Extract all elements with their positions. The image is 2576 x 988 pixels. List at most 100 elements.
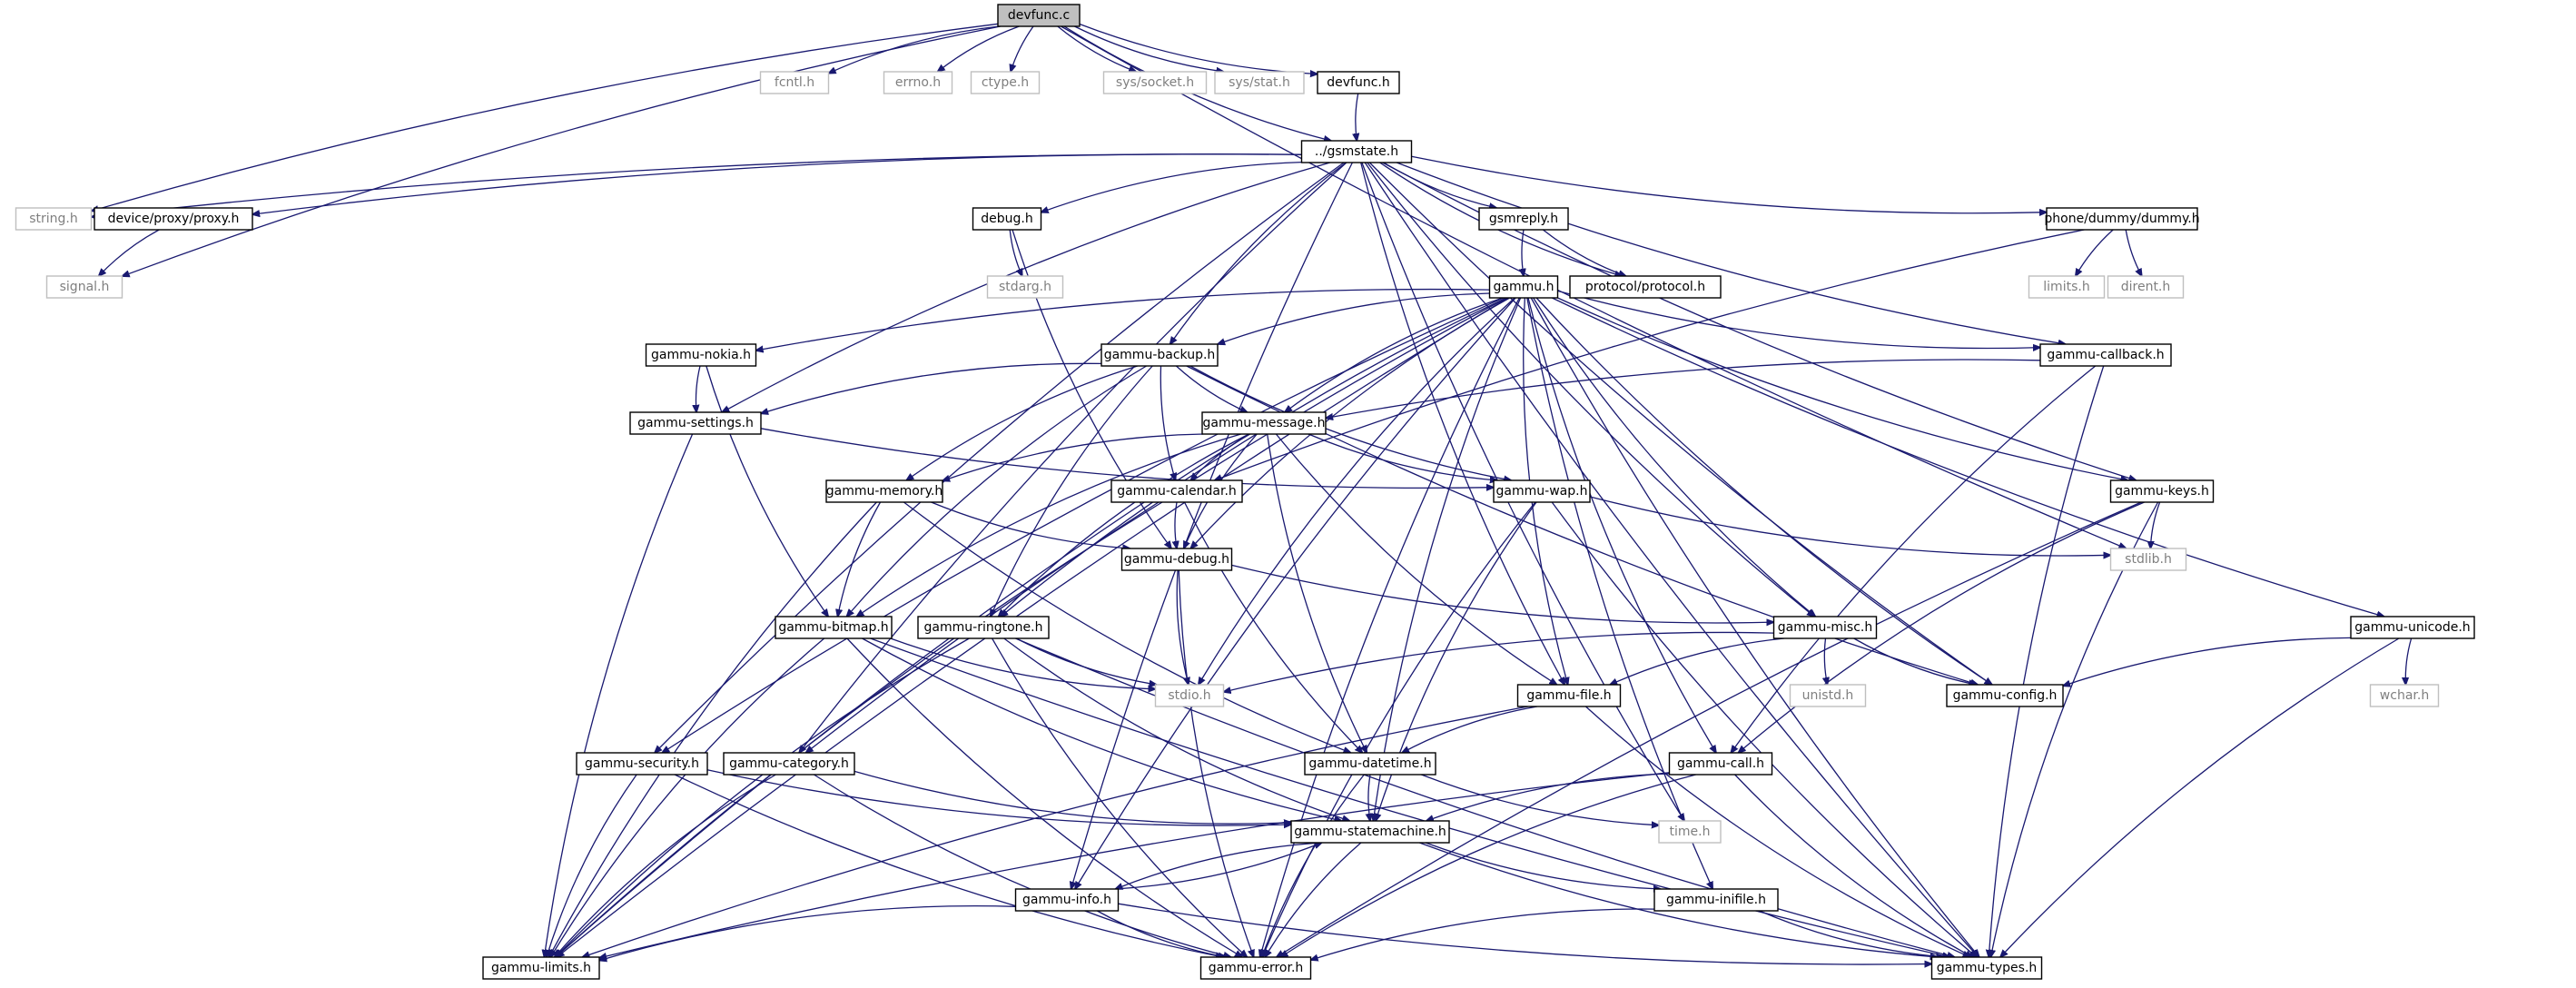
- node-label: gammu-memory.h: [826, 484, 943, 499]
- node-time-h: time.h: [1658, 820, 1722, 844]
- node-stdio-h: stdio.h: [1154, 684, 1225, 707]
- node-gammu-message-h[interactable]: gammu-message.h: [1201, 411, 1327, 435]
- edge-proxy-h-to-signal-h: [99, 229, 160, 276]
- node-proxy-h[interactable]: device/proxy/proxy.h: [94, 207, 253, 231]
- node-box: [1154, 684, 1225, 707]
- node-box: [970, 71, 1041, 94]
- edge-gammu-h-to-gammu-config-h: [1535, 297, 1992, 685]
- node-box: [1516, 684, 1622, 707]
- node-gammu-unicode-h[interactable]: gammu-unicode.h: [2350, 616, 2475, 639]
- edge-gammu-misc-h-to-gammu-config-h: [1853, 637, 1977, 685]
- node-label: gammu-security.h: [585, 756, 699, 771]
- node-gammu-calendar-h[interactable]: gammu-calendar.h: [1110, 479, 1243, 503]
- node-gammu-settings-h[interactable]: gammu-settings.h: [629, 411, 762, 435]
- node-gammu-wap-h[interactable]: gammu-wap.h: [1493, 479, 1591, 503]
- edge-gammu-unicode-h-to-gammu-types-h: [2000, 637, 2400, 957]
- node-gammu-bitmap-h[interactable]: gammu-bitmap.h: [775, 616, 893, 639]
- node-label: gammu-callback.h: [2047, 348, 2164, 362]
- node-label: dirent.h: [2121, 280, 2171, 294]
- node-gammu-memory-h[interactable]: gammu-memory.h: [825, 479, 943, 503]
- node-stdarg-h: stdarg.h: [986, 275, 1064, 299]
- node-label: gammu-nokia.h: [651, 348, 751, 362]
- node-label: gammu-types.h: [1937, 961, 2038, 975]
- node-label: debug.h: [981, 212, 1032, 226]
- node-label: wchar.h: [2380, 688, 2429, 703]
- node-debug-h[interactable]: debug.h: [972, 207, 1042, 231]
- node-gammu-config-h[interactable]: gammu-config.h: [1946, 684, 2064, 707]
- edge-gsmstate-h-to-debug-h: [1041, 161, 1302, 212]
- edge-gammu-calendar-h-to-gammu-debug-h: [1175, 501, 1177, 548]
- node-gammu-ringtone-h[interactable]: gammu-ringtone.h: [917, 616, 1050, 639]
- node-gammu-security-h[interactable]: gammu-security.h: [576, 752, 708, 776]
- edge-gammu-backup-h-to-gammu-calendar-h: [1160, 365, 1175, 480]
- edge-gammu-ringtone-h-to-gammu-limits-h: [556, 637, 970, 957]
- node-protocol-h[interactable]: protocol/protocol.h: [1569, 275, 1722, 299]
- node-gammu-inifile-h[interactable]: gammu-inifile.h: [1653, 888, 1779, 912]
- node-box: [775, 616, 893, 639]
- edge-gammu-settings-h-to-gammu-limits-h: [544, 433, 694, 957]
- edge-gammu-h-to-gammu-message-h: [1285, 297, 1504, 412]
- node-gammu-limits-h[interactable]: gammu-limits.h: [482, 956, 600, 980]
- node-box: [997, 4, 1081, 27]
- node-gammu-file-h[interactable]: gammu-file.h: [1516, 684, 1622, 707]
- node-box: [1658, 820, 1722, 844]
- edge-gammu-file-h-to-gammu-limits-h: [582, 706, 1528, 957]
- edge-gammu-ringtone-h-to-gammu-types-h: [1015, 637, 1954, 957]
- node-gsmreply-h[interactable]: gsmreply.h: [1478, 207, 1569, 231]
- edge-gammu-call-h-to-gammu-types-h: [1734, 774, 1973, 957]
- edge-gammu-h-to-gammu-types-h: [1530, 297, 1979, 957]
- node-box: [1214, 71, 1305, 94]
- edge-gsmstate-h-to-gammu-security-h: [655, 162, 1345, 753]
- node-gammu-datetime-h[interactable]: gammu-datetime.h: [1304, 752, 1436, 776]
- node-label: gammu-limits.h: [491, 961, 591, 975]
- edge-gammu-info-h-to-gammu-error-h: [1096, 910, 1225, 957]
- node-gammu-callback-h[interactable]: gammu-callback.h: [2039, 343, 2172, 367]
- node-label: gammu-wap.h: [1496, 484, 1588, 499]
- node-gammu-misc-h[interactable]: gammu-misc.h: [1772, 616, 1878, 639]
- node-label: stdarg.h: [999, 280, 1051, 294]
- node-wchar-h: wchar.h: [2369, 684, 2440, 707]
- edge-gsmstate-h-to-gammu-backup-h: [1170, 162, 1347, 344]
- node-unistd-h: unistd.h: [1789, 684, 1867, 707]
- node-box: [1317, 71, 1400, 94]
- edge-gammu-calendar-h-to-gammu-limits-h: [556, 501, 1163, 957]
- edge-gsmstate-h-to-gammu-category-h: [799, 162, 1347, 753]
- node-gammu-keys-h[interactable]: gammu-keys.h: [2109, 479, 2215, 503]
- edge-gsmstate-h-to-dummy-h: [1411, 155, 2048, 212]
- node-label: gammu-file.h: [1526, 688, 1611, 703]
- edge-gammu-debug-h-to-gammu-error-h: [1178, 569, 1253, 957]
- node-gammu-category-h[interactable]: gammu-category.h: [723, 752, 855, 776]
- edge-gammu-security-h-to-gammu-error-h: [674, 774, 1223, 957]
- node-gsmstate-h[interactable]: ../gsmstate.h: [1300, 140, 1413, 163]
- node-gammu-types-h[interactable]: gammu-types.h: [1930, 956, 2043, 980]
- edge-gsmstate-h-to-proxy-h: [252, 153, 1302, 214]
- node-gammu-info-h[interactable]: gammu-info.h: [1014, 888, 1120, 912]
- node-errno-h: errno.h: [883, 71, 953, 94]
- node-signal-h: signal.h: [45, 275, 123, 299]
- edge-gammu-statemachine-h-to-gammu-types-h: [1419, 842, 1937, 957]
- node-gammu-error-h[interactable]: gammu-error.h: [1199, 956, 1312, 980]
- edge-gammu-datetime-h-to-gammu-statemachine-h: [1368, 774, 1370, 821]
- node-dummy-h[interactable]: phone/dummy/dummy.h: [2044, 207, 2200, 231]
- node-gammu-statemachine-h[interactable]: gammu-statemachine.h: [1290, 820, 1450, 844]
- edge-gammu-message-h-to-gammu-file-h: [1275, 433, 1556, 685]
- edge-gammu-call-h-to-gammu-statemachine-h: [1426, 773, 1670, 821]
- edge-gammu-backup-h-to-gammu-memory-h: [906, 365, 1138, 480]
- edge-gsmreply-h-to-gammu-h: [1522, 229, 1524, 276]
- node-gammu-nokia-h[interactable]: gammu-nokia.h: [645, 343, 757, 367]
- node-devfunc-h[interactable]: devfunc.h: [1317, 71, 1400, 94]
- edge-gammu-bitmap-h-to-gammu-limits-h: [550, 637, 825, 957]
- node-devfunc-c[interactable]: devfunc.c: [997, 4, 1081, 27]
- node-box: [1569, 275, 1722, 299]
- node-gammu-debug-h[interactable]: gammu-debug.h: [1120, 548, 1233, 571]
- edge-gammu-bitmap-h-to-gammu-statemachine-h: [862, 637, 1342, 821]
- edge-gsmstate-h-to-string-h: [92, 153, 1302, 217]
- node-gammu-call-h[interactable]: gammu-call.h: [1668, 752, 1773, 776]
- edge-devfunc-c-to-errno-h: [938, 25, 1020, 72]
- node-box: [629, 411, 762, 435]
- node-gammu-h[interactable]: gammu.h: [1488, 275, 1559, 299]
- node-box: [1290, 820, 1450, 844]
- node-dirent-h: dirent.h: [2107, 275, 2185, 299]
- node-gammu-backup-h[interactable]: gammu-backup.h: [1100, 343, 1219, 367]
